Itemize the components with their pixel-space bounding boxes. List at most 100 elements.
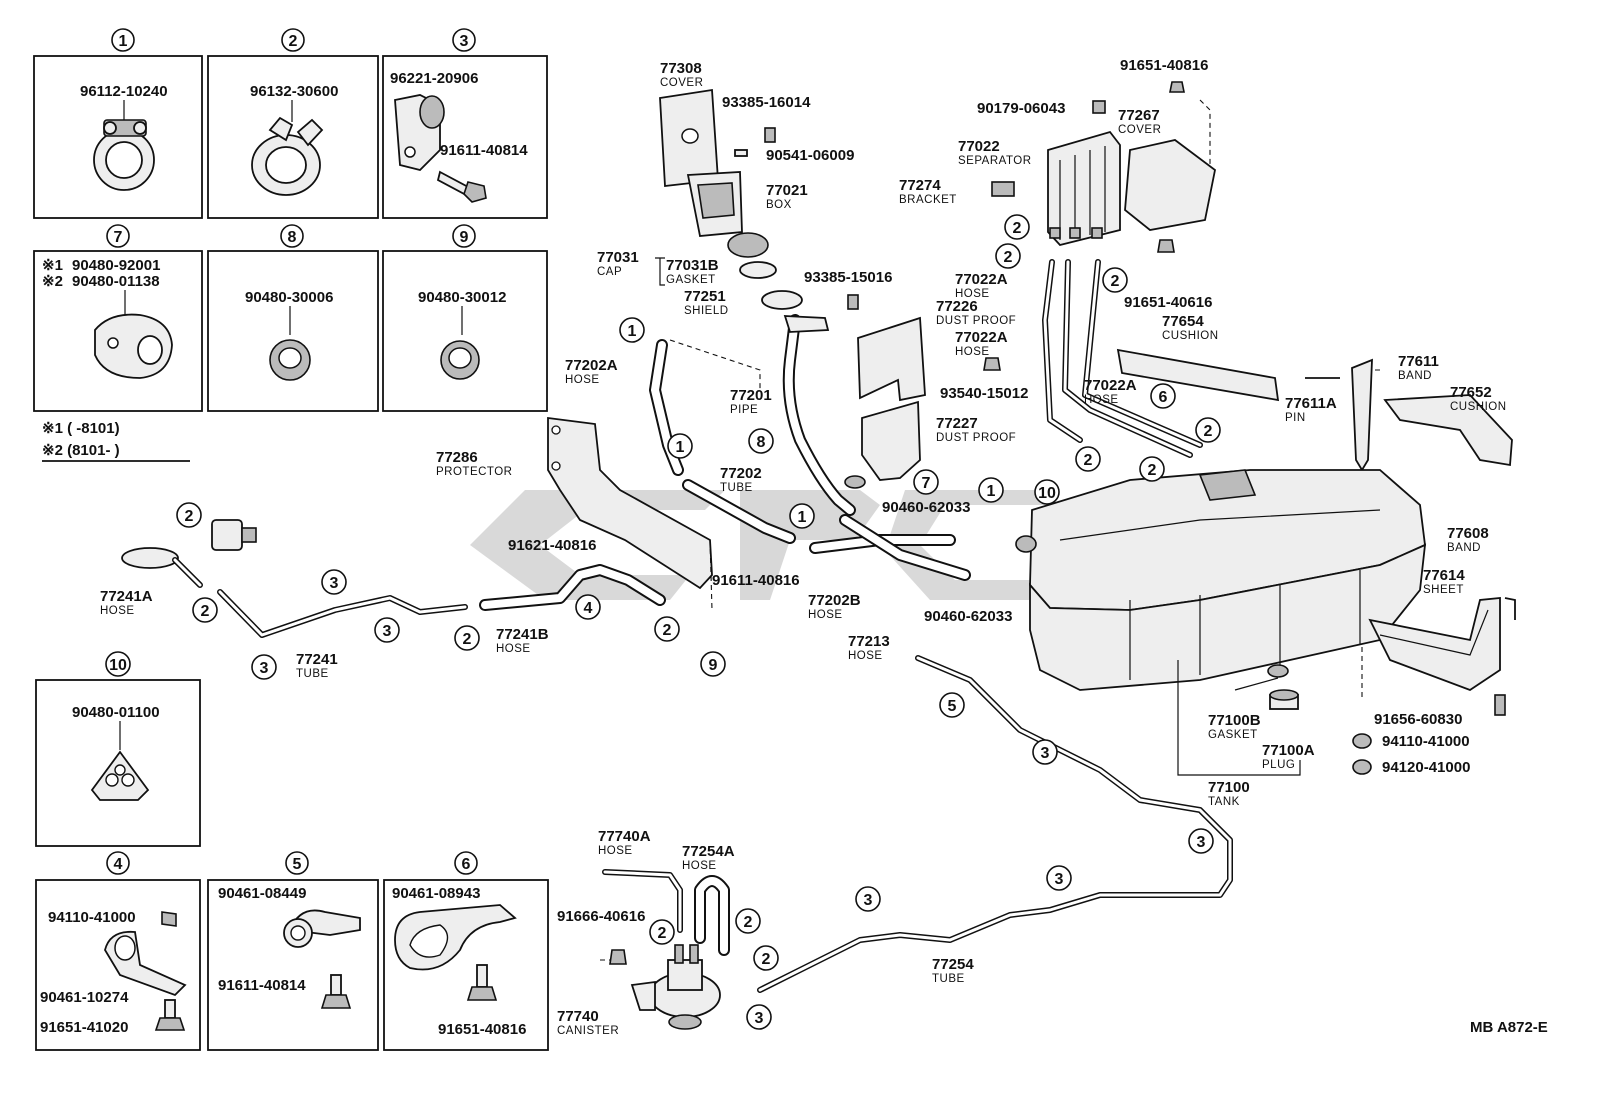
- pipe-clamp-icon: [394, 94, 445, 171]
- callout-circle: [106, 851, 130, 875]
- svg-text:BAND: BAND: [1447, 542, 1481, 554]
- callout-1: 1: [789, 503, 815, 529]
- callout-3: 3: [855, 886, 881, 912]
- callout-7: 7: [913, 469, 939, 495]
- svg-text:77614: 77614: [1423, 567, 1465, 584]
- svg-text:77740A: 77740A: [598, 828, 651, 845]
- svg-text:2: 2: [185, 508, 194, 525]
- svg-text:3: 3: [330, 575, 339, 592]
- svg-text:HOSE: HOSE: [1084, 394, 1119, 406]
- svg-text:77611: 77611: [1398, 353, 1439, 370]
- svg-text:77022: 77022: [958, 138, 1000, 155]
- svg-text:2: 2: [762, 951, 771, 968]
- version-note: ※2 (8101- ): [42, 442, 120, 459]
- callout-1: 1: [667, 433, 693, 459]
- callout-number: 8: [288, 229, 297, 246]
- bolt-icon: [154, 999, 186, 1031]
- svg-text:77022A: 77022A: [955, 271, 1008, 288]
- part-number: 96221-20906: [390, 70, 478, 87]
- callout-2: 2: [192, 597, 218, 623]
- svg-text:77021: 77021: [766, 182, 808, 199]
- bolt-icon: [609, 949, 627, 965]
- plug-77100A: [1269, 689, 1299, 710]
- part-number: 91621-40816: [508, 537, 596, 554]
- svg-text:HOSE: HOSE: [808, 609, 843, 621]
- svg-text:77202B: 77202B: [808, 592, 861, 609]
- callout-circle: [452, 224, 476, 248]
- callout-3: 3: [746, 1004, 772, 1030]
- grommet-icon: [269, 339, 311, 381]
- bolt-icon: [320, 974, 352, 1009]
- detail-box-2: 2 96132-30600: [207, 28, 379, 219]
- svg-text:77308: 77308: [660, 60, 702, 77]
- svg-text:3: 3: [383, 623, 392, 640]
- bolt-icon: [1157, 239, 1175, 253]
- band-77608: [1368, 597, 1501, 692]
- svg-text:77241A: 77241A: [100, 588, 153, 605]
- svg-text:77100A: 77100A: [1262, 742, 1315, 759]
- callout-circle: [452, 28, 476, 52]
- svg-text:SEPARATOR: SEPARATOR: [958, 155, 1032, 167]
- detail-box-4: 4 94110-41000 90461-10274 91651-41020: [35, 851, 201, 1051]
- svg-text:6: 6: [1159, 389, 1168, 406]
- nut-icon: [1352, 759, 1372, 775]
- nut-icon: [1352, 733, 1372, 749]
- svg-text:COVER: COVER: [660, 77, 703, 89]
- part-number: 90461-08449: [218, 885, 306, 902]
- callout-6: 6: [1150, 383, 1176, 409]
- callout-circle: [106, 224, 130, 248]
- svg-text:TANK: TANK: [1208, 796, 1240, 808]
- bolt-icon: [436, 170, 487, 203]
- svg-text:3: 3: [1197, 834, 1206, 851]
- svg-text:GASKET: GASKET: [666, 274, 716, 286]
- svg-text:1: 1: [987, 483, 996, 500]
- callout-number: 6: [462, 856, 471, 873]
- svg-text:HOSE: HOSE: [848, 650, 883, 662]
- callout-number: 7: [114, 229, 123, 246]
- dust-proof-77227: [861, 400, 921, 481]
- svg-text:77274: 77274: [899, 177, 941, 194]
- svg-text:77241B: 77241B: [496, 626, 549, 643]
- part-number: 90541-06009: [766, 147, 854, 164]
- bracket-77274: [991, 181, 1015, 197]
- callout-2: 2: [1004, 214, 1030, 240]
- svg-text:77031B: 77031B: [666, 257, 719, 274]
- svg-text:CANISTER: CANISTER: [557, 1025, 619, 1037]
- detail-box-10: 10 90480-01100: [35, 651, 201, 847]
- part-number: 90461-10274: [40, 989, 129, 1006]
- svg-text:2: 2: [1111, 273, 1120, 290]
- sheet-77614: [1379, 609, 1489, 656]
- svg-text:2: 2: [1013, 220, 1022, 237]
- svg-text:77226: 77226: [936, 298, 978, 315]
- triple-grommet-icon: [90, 750, 150, 801]
- callout-2: 2: [995, 243, 1021, 269]
- tube-77254: [757, 655, 1233, 993]
- callout-2: 2: [649, 919, 675, 945]
- svg-text:9: 9: [709, 657, 718, 674]
- grommet-icon: [440, 340, 480, 380]
- svg-text:77202: 77202: [720, 465, 762, 482]
- protector-77286: [547, 416, 713, 590]
- part-number: 90460-62033: [924, 608, 1012, 625]
- cushion-77654: [1116, 348, 1280, 402]
- cushion-77652: [1383, 394, 1513, 467]
- svg-text:4: 4: [584, 600, 593, 617]
- callout-2: 2: [1075, 446, 1101, 472]
- svg-text:77202A: 77202A: [565, 357, 618, 374]
- svg-text:2: 2: [1084, 452, 1093, 469]
- callout-1: 1: [978, 477, 1004, 503]
